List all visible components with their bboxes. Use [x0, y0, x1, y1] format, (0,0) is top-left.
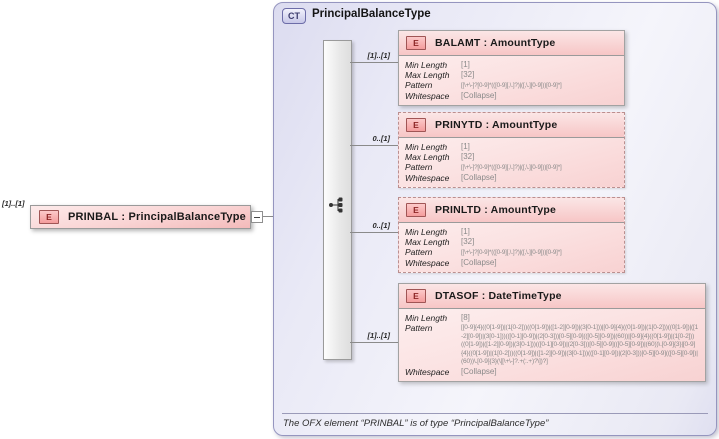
- facet-value: [Collapse]: [461, 91, 497, 100]
- element-title: DTASOF : DateTimeType: [435, 290, 562, 302]
- facet-value: [8]: [461, 313, 470, 322]
- facet-label: Whitespace: [405, 173, 450, 183]
- facet-label: Whitespace: [405, 91, 450, 101]
- element-header: E DTASOF : DateTimeType: [399, 284, 705, 309]
- element-title: PRINLTD : AmountType: [435, 204, 557, 216]
- facet-label: Min Length: [405, 227, 448, 237]
- annotation-text: The OFX element “PRINBAL” is of type “Pr…: [283, 418, 549, 429]
- cardinality-label: [1]..[1]: [367, 331, 391, 340]
- facet-table: Min Length [1] Max Length [32] Pattern [[\+…: [399, 223, 624, 272]
- sequence-icon[interactable]: [328, 196, 348, 214]
- facet-value: [Collapse]: [461, 366, 497, 376]
- facet-label: Pattern: [405, 323, 433, 333]
- element-header: E PRINYTD : AmountType: [399, 113, 624, 138]
- facet-label: Min Length: [405, 60, 448, 70]
- element-header: E BALAMT : AmountType: [399, 31, 624, 56]
- connector-line: [350, 62, 398, 63]
- facet-value: [Collapse]: [461, 173, 497, 182]
- element-e-icon: E: [39, 210, 59, 224]
- facet-label: Pattern: [405, 162, 433, 172]
- facet-label: Pattern: [405, 80, 433, 90]
- facet-label: Max Length: [405, 152, 450, 162]
- connector-line: [350, 342, 398, 343]
- facet-value: [32]: [461, 152, 475, 161]
- facet-value: [1]: [461, 227, 470, 236]
- cardinality-label: 0..[1]: [372, 134, 390, 143]
- element-e-icon: E: [406, 203, 426, 217]
- cardinality-label: [1]..[1]: [367, 51, 391, 60]
- facet-value: [1]: [461, 142, 470, 151]
- element-e-icon: E: [406, 36, 426, 50]
- facet-value: [[\+\-]?[0-9]*(([0-9][,\.]?)|([,\.][0-9]…: [461, 164, 562, 171]
- facet-table: Min Length [8] Pattern [[0-9]{4}((0[1-9])|…: [399, 309, 705, 381]
- root-cardinality-label: [1]..[1]: [2, 199, 25, 208]
- collapse-toggle[interactable]: [251, 211, 263, 223]
- element-box-balamt[interactable]: E BALAMT : AmountType Min Length [1] Max …: [398, 30, 625, 106]
- complex-type-title: PrincipalBalanceType: [312, 8, 431, 20]
- element-box-dtasof[interactable]: E DTASOF : DateTimeType Min Length [8] Pa…: [398, 283, 706, 382]
- facet-label: Min Length: [405, 313, 448, 323]
- facet-value: [[0-9]{4}((0[1-9])|(1[0-2]))((0[1-9])|([…: [461, 324, 699, 366]
- facet-label: Max Length: [405, 237, 450, 247]
- element-e-icon: E: [406, 289, 426, 303]
- element-header: E PRINLTD : AmountType: [399, 198, 624, 223]
- element-box-prinbal[interactable]: E PRINBAL : PrincipalBalanceType: [30, 205, 251, 229]
- annotation-divider: [282, 413, 708, 414]
- element-box-prinltd[interactable]: E PRINLTD : AmountType Min Length [1] Max…: [398, 197, 625, 273]
- facet-value: [32]: [461, 237, 475, 246]
- element-title: BALAMT : AmountType: [435, 37, 556, 49]
- facet-value: [1]: [461, 60, 470, 69]
- facet-label: Whitespace: [405, 258, 450, 268]
- facet-label: Max Length: [405, 70, 450, 80]
- facet-label: Min Length: [405, 142, 448, 152]
- facet-value: [[\+\-]?[0-9]*(([0-9][,\.]?)|([,\.][0-9]…: [461, 249, 562, 256]
- root-element-label: PRINBAL : PrincipalBalanceType: [68, 211, 246, 223]
- facet-table: Min Length [1] Max Length [32] Pattern [[\+…: [399, 138, 624, 187]
- element-box-prinytd[interactable]: E PRINYTD : AmountType Min Length [1] Max…: [398, 112, 625, 188]
- element-title: PRINYTD : AmountType: [435, 119, 558, 131]
- facet-value: [[\+\-]?[0-9]*(([0-9][,\.]?)|([,\.][0-9]…: [461, 82, 562, 89]
- facet-value: [Collapse]: [461, 258, 497, 267]
- complex-type-badge: CT: [282, 8, 306, 24]
- connector-line: [350, 232, 398, 233]
- facet-table: Min Length [1] Max Length [32] Pattern [[\+…: [399, 56, 624, 105]
- facet-value: [32]: [461, 70, 475, 79]
- connector-line: [263, 216, 274, 217]
- facet-label: Whitespace: [405, 366, 450, 377]
- minus-icon: [254, 217, 260, 218]
- cardinality-label: 0..[1]: [372, 221, 390, 230]
- connector-line: [350, 145, 398, 146]
- element-e-icon: E: [406, 118, 426, 132]
- facet-label: Pattern: [405, 247, 433, 257]
